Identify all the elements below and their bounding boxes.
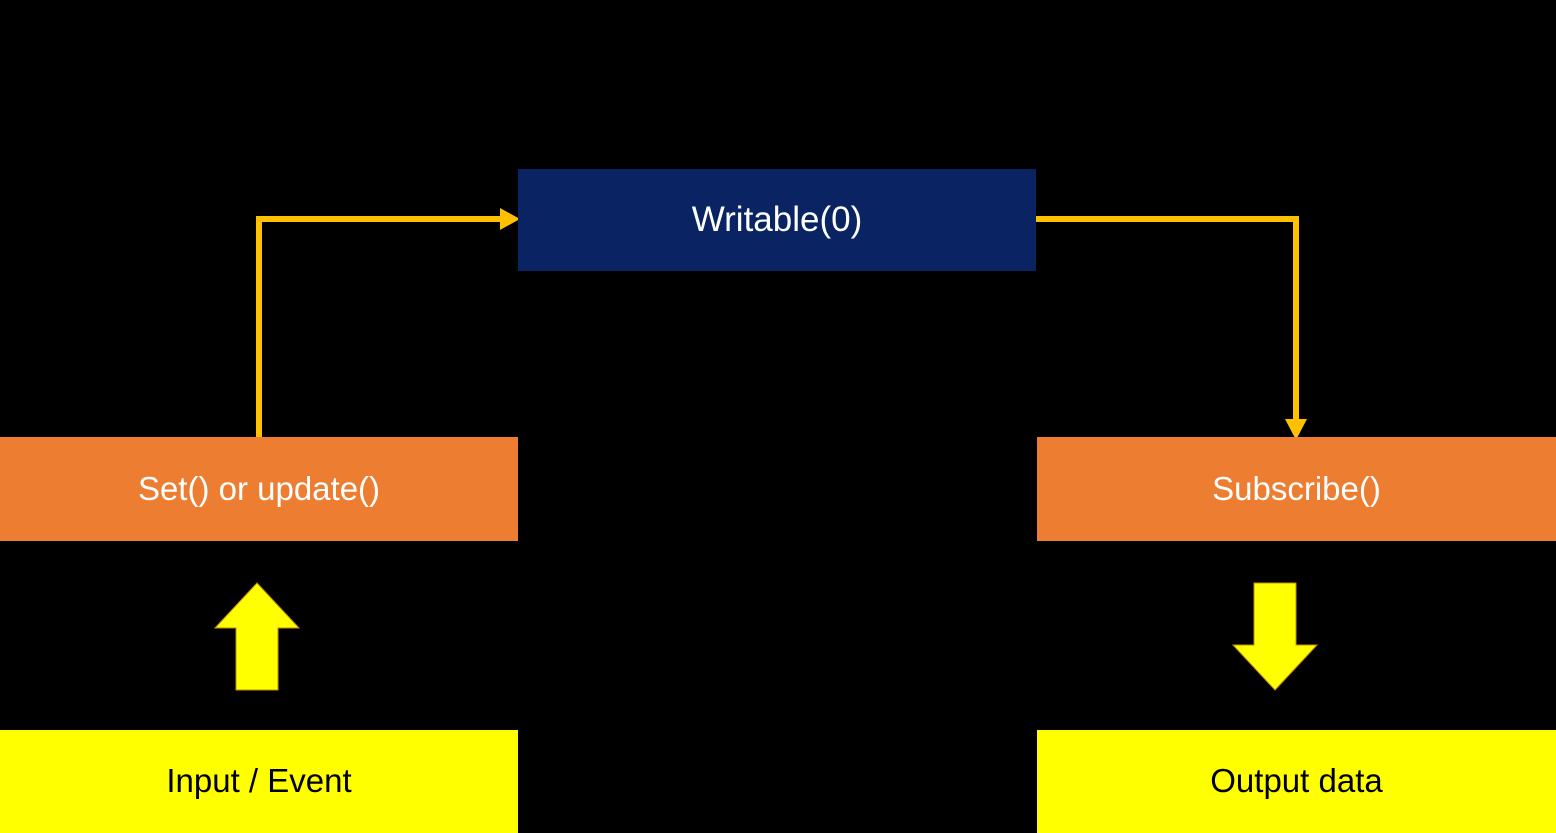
node-subscribe[interactable]: Subscribe() xyxy=(1037,437,1556,541)
node-subscribe-label: Subscribe() xyxy=(1212,469,1381,507)
node-set-or-update[interactable]: Set() or update() xyxy=(0,437,518,541)
node-input-event[interactable]: Input / Event xyxy=(0,730,518,833)
node-output-data[interactable]: Output data xyxy=(1037,730,1556,833)
node-writable[interactable]: Writable(0) xyxy=(518,169,1036,271)
node-input-event-label: Input / Event xyxy=(166,762,352,800)
node-set-or-update-label: Set() or update() xyxy=(137,469,381,507)
node-writable-label: Writable(0) xyxy=(691,199,863,239)
block-arrow-up-icon xyxy=(213,582,301,691)
block-arrow-down-icon xyxy=(1231,582,1319,691)
node-output-data-label: Output data xyxy=(1210,762,1383,800)
